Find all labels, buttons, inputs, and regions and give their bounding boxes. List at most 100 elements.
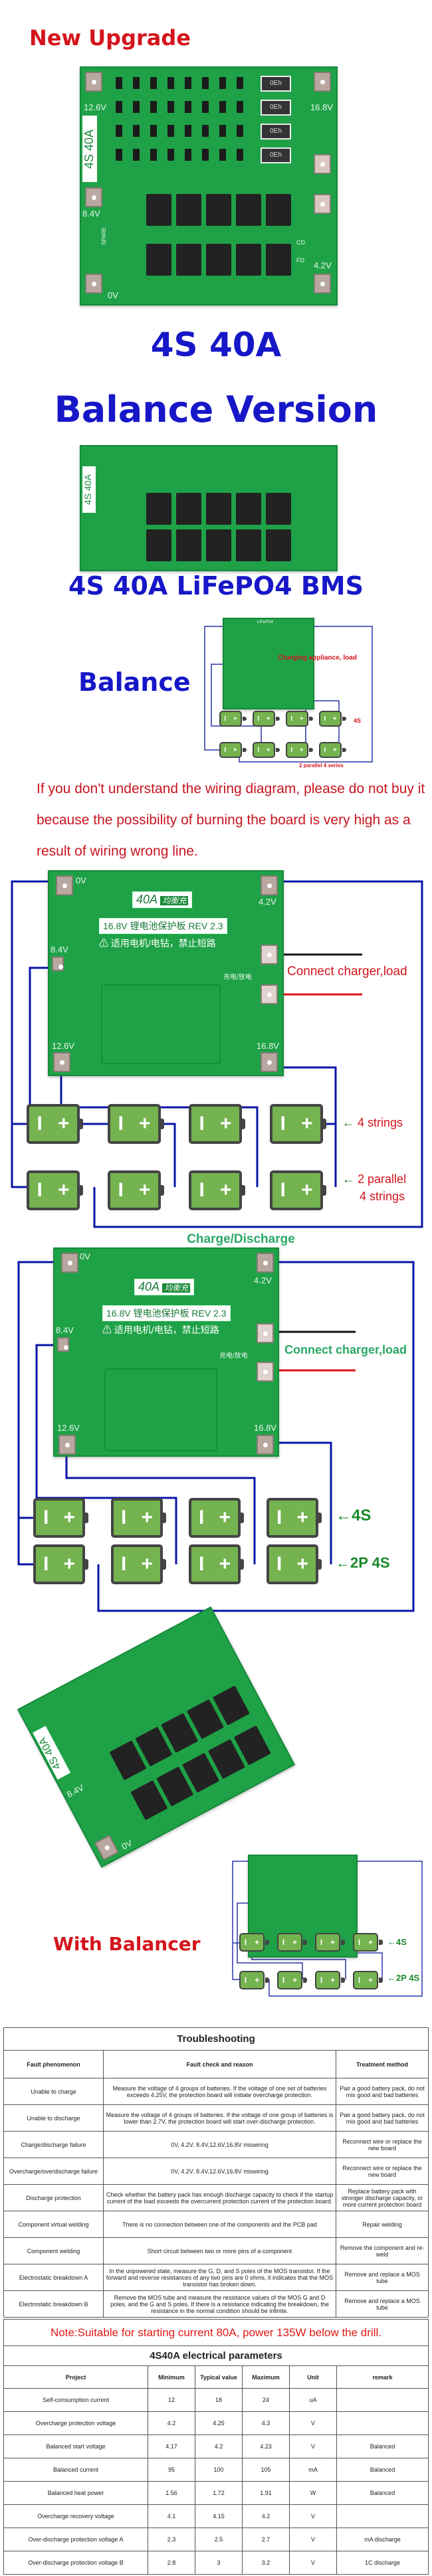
- warning-text: 适用电机/电钻，禁止短路: [110, 938, 216, 949]
- pad-label: 4.2V: [254, 1275, 272, 1285]
- minus-terminal: I: [199, 1507, 205, 1528]
- row1-label-text: 4 strings: [358, 1116, 403, 1129]
- mosfet: [206, 529, 231, 561]
- mosfet: [146, 244, 171, 276]
- plus-terminal: +: [233, 746, 237, 754]
- plus-terminal: +: [368, 1938, 374, 1947]
- connect-charger-label: Connect charger,load: [284, 1343, 407, 1356]
- resistor: 0Eh: [261, 147, 291, 163]
- title-4s-40a: 4S 40A: [150, 325, 282, 364]
- pad-plus: [257, 1362, 274, 1382]
- smd-chip: [185, 101, 191, 113]
- minus-terminal: I: [276, 1507, 282, 1528]
- mosfet: [146, 529, 171, 561]
- table-cell: 1.91: [242, 2481, 290, 2505]
- column-header: Fault check and reason: [103, 2050, 336, 2078]
- table-cell: 4.15: [195, 2504, 243, 2528]
- battery-cell-icon: I+: [267, 1544, 322, 1584]
- table-cell: Balanced heat power: [3, 2481, 148, 2505]
- balance-label: Balance: [78, 668, 191, 697]
- battery-cell-icon: I+: [253, 711, 280, 727]
- plus-terminal: +: [141, 1553, 153, 1575]
- mosfet: [236, 529, 261, 561]
- logo-cn: 均衡充: [160, 896, 189, 905]
- smd-chip: [133, 101, 140, 113]
- spare-label: SPARE: [101, 227, 107, 245]
- table-cell: uA: [289, 2388, 337, 2412]
- table-cell: Balanced: [336, 2458, 429, 2482]
- balancer-wiring-diagram: ←4S ←2P 4S I+I+I+I+I+I+I+I+: [229, 1853, 429, 2019]
- table-cell: Balanced start voltage: [3, 2435, 148, 2458]
- minus-terminal: I: [290, 746, 293, 754]
- plus-terminal: +: [292, 1976, 298, 1985]
- battery-cell-icon: I+: [270, 1104, 326, 1144]
- table-cell: Overcharge protection voltage: [3, 2411, 148, 2435]
- table-cell: Self-consumption current: [3, 2388, 148, 2412]
- minus-terminal: I: [121, 1507, 127, 1528]
- mosfet: [266, 529, 291, 561]
- table-title: Troubleshooting: [3, 2027, 429, 2051]
- row2-label: 2 parallel 4 series: [299, 763, 344, 769]
- table-cell: Remove and replace a MOS tube: [336, 2290, 429, 2318]
- smd-chip: [219, 125, 226, 137]
- plus-terminal: +: [296, 1553, 308, 1575]
- table-cell: 4.23: [242, 2435, 290, 2458]
- plus-terminal: +: [219, 1507, 231, 1528]
- table-title: 4S40A electrical parameters: [3, 2346, 429, 2366]
- battery-cell-icon: I+: [277, 1971, 307, 1989]
- battery-cell-icon: I+: [111, 1498, 166, 1538]
- pad-8v4: [85, 187, 102, 207]
- minus-terminal: I: [118, 1113, 124, 1135]
- pad-label: 16.8V: [310, 102, 333, 112]
- smd-chip: [237, 125, 243, 137]
- smd-chip: [202, 101, 209, 113]
- battery-cell-icon: I+: [189, 1498, 244, 1538]
- row1-label-text: 4S: [352, 1507, 372, 1524]
- smd-chip: [167, 77, 174, 89]
- row1-label-text: 4S: [396, 1937, 407, 1947]
- minus-terminal: I: [320, 1976, 323, 1985]
- battery-cell-icon: I+: [189, 1170, 245, 1210]
- mosfet: [146, 194, 171, 226]
- column-header: Typical value: [195, 2365, 243, 2389]
- row1-label: ← 4 strings: [342, 1116, 403, 1130]
- table-cell: 4.17: [148, 2435, 195, 2458]
- minus-terminal: I: [121, 1553, 127, 1575]
- table-cell: V: [289, 2411, 337, 2435]
- logo-40a: 40A 均衡充: [132, 891, 193, 908]
- table-cell: 0V, 4.2V, 8.4V,12.6V,16.8V miswiring: [103, 2158, 336, 2185]
- table-cell: W: [289, 2481, 337, 2505]
- pad-label: CD: [296, 239, 305, 246]
- smd-chip: [150, 149, 157, 161]
- lifepo4-title: 4S 40A LiFePO4 BMS: [68, 571, 364, 600]
- table-cell: mA: [289, 2458, 337, 2482]
- warning-text: 适用电机/电钻，禁止短路: [114, 1325, 219, 1335]
- mosfet: [236, 194, 261, 226]
- table-cell: Component welding: [3, 2237, 104, 2264]
- troubleshooting-table: Troubleshooting Fault phenomenon Fault c…: [3, 2027, 429, 2318]
- pad-label: 0V: [120, 1837, 134, 1852]
- pad-label: 4.2V: [259, 897, 276, 907]
- smd-chip: [237, 77, 243, 89]
- pad-16v8: [257, 1435, 274, 1455]
- smd-chip: [167, 125, 174, 137]
- battery-cell-icon: I+: [277, 1933, 307, 1952]
- table-cell: Check whether the battery pack has enoug…: [103, 2184, 336, 2211]
- mosfet: [176, 244, 201, 276]
- table-cell: 4.25: [195, 2411, 243, 2435]
- table-cell: 4.3: [242, 2411, 290, 2435]
- table-cell: [336, 2388, 429, 2412]
- minus-terminal: I: [199, 1113, 205, 1135]
- pad-4v2: [261, 875, 278, 895]
- minus-terminal: I: [280, 1113, 286, 1135]
- plus-terminal: +: [63, 1507, 75, 1528]
- pad-label: 0V: [76, 875, 86, 885]
